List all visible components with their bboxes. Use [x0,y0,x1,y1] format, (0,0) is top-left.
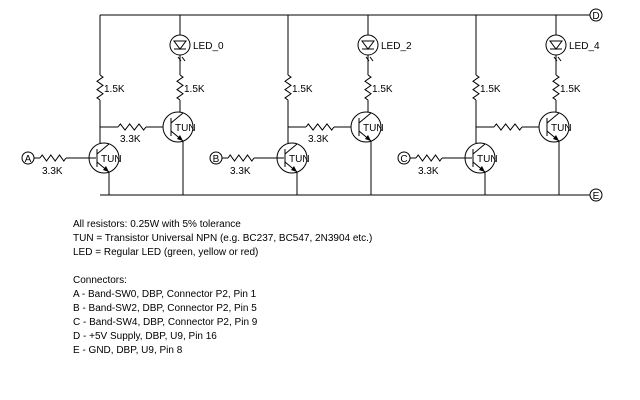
connector-c: C [397,151,411,165]
input-transistor: TUN [88,142,122,174]
connectors-title: Connectors: [73,275,127,286]
pullup-resistor [472,74,480,101]
pullup-resistor [96,74,104,101]
base-resistor [415,154,443,162]
transistor-label: TUN [289,154,310,165]
base-resistor [227,154,255,162]
led-label: LED_4 [569,41,600,52]
link-resistor-value: 3.3K [308,134,329,145]
base-resistor-value: 3.3K [418,166,439,177]
base-resistor-value: 3.3K [42,166,63,177]
transistor-label: TUN [551,123,572,134]
stage-1: 1.5K TUN A 3.3K 3.3K LED_0 1.5K TUN [21,15,224,195]
led-resistor-value: 1.5K [372,84,393,95]
pullup-resistor-value: 1.5K [292,84,313,95]
led-label: LED_0 [193,41,224,52]
output-transistor: TUN [162,111,196,143]
note-transistor: TUN = Transistor Universal NPN (e.g. BC2… [73,233,373,244]
transistor-label: TUN [101,154,122,165]
status-led: LED_2 [357,34,412,62]
svg-text:E: E [593,191,600,202]
transistor-label: TUN [477,154,498,165]
link-resistor [117,123,147,131]
svg-text:D: D [592,11,599,22]
connector-d-desc: D - +5V Supply, DBP, U9, Pin 16 [73,331,217,342]
transistor-label: TUN [175,123,196,134]
notes-block: All resistors: 0.25W with 5% tolerance T… [73,218,613,358]
link-resistor-value: 3.3K [120,134,141,145]
connector-a-desc: A - Band-SW0, DBP, Connector P2, Pin 1 [73,289,257,300]
connector-e: E [589,188,603,202]
connector-d: D [589,8,603,22]
transistor-label: TUN [363,123,384,134]
input-transistor: TUN [276,142,310,174]
connector-label: C [400,154,407,165]
circuit-schematic: D E 1.5K TUN A 3.3K 3.3K LED_0 1.5K TUN 1.5K TUN B… [21,8,603,202]
led-label: LED_2 [381,41,412,52]
connector-c-desc: C - Band-SW4, DBP, Connector P2, Pin 9 [73,317,258,328]
pullup-resistor-value: 1.5K [480,84,501,95]
connector-b: B [209,151,223,165]
status-led: LED_0 [169,34,224,62]
base-resistor [39,154,67,162]
output-transistor: TUN [538,111,572,143]
note-resistors: All resistors: 0.25W with 5% tolerance [73,219,241,230]
base-resistor-value: 3.3K [230,166,251,177]
led-resistor-value: 1.5K [184,84,205,95]
connector-label: A [25,154,32,165]
status-led: LED_4 [545,34,600,62]
note-led: LED = Regular LED (green, yellow or red) [73,247,259,258]
connector-label: B [213,154,220,165]
led-resistor-value: 1.5K [560,84,581,95]
link-resistor [493,123,523,131]
connector-b-desc: B - Band-SW2, DBP, Connector P2, Pin 5 [73,303,257,314]
pullup-resistor-value: 1.5K [104,84,125,95]
connector-a: A [21,151,35,165]
led-resistor [364,74,372,101]
output-transistor: TUN [350,111,384,143]
pullup-resistor [284,74,292,101]
led-resistor [176,74,184,101]
connector-e-desc: E - GND, DBP, U9, Pin 8 [73,345,183,356]
stage-3: 1.5K TUN C 3.3K LED_4 1.5K TUN [397,15,600,195]
link-resistor [305,123,335,131]
led-resistor [552,74,560,101]
stage-2: 1.5K TUN B 3.3K 3.3K LED_2 1.5K TUN [209,15,412,195]
